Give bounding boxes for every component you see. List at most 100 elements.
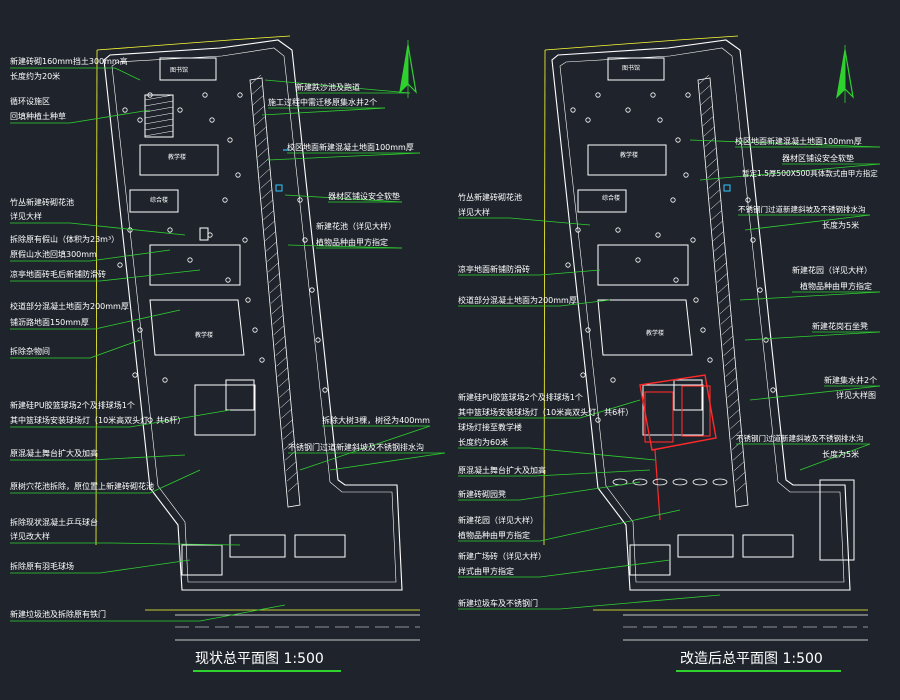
right-hatch-line [716, 273, 728, 283]
left-tree-icon [147, 417, 153, 423]
left-tree-icon [222, 197, 228, 203]
left-label-gate-ramp: 不锈钢门过道新建斜坡及不锈钢排水沟 [288, 443, 424, 452]
right-tree-icon [770, 387, 776, 393]
left-hatch-line [271, 304, 283, 315]
left-hatch-line [261, 189, 272, 200]
right-marker-cyan [723, 184, 731, 192]
left-tree-icon [242, 237, 248, 243]
right-inner-boundary [559, 47, 845, 583]
right-basketball-court-a [644, 391, 674, 443]
left-hatch-line [279, 388, 290, 398]
right-bench-icon [692, 478, 708, 486]
left-rockery-hatch [144, 118, 174, 125]
left-rockery-hatch [144, 112, 174, 119]
right-tree-icon [570, 107, 576, 113]
left-hatch-line [277, 367, 288, 377]
right-bench-icon [652, 478, 668, 486]
left-hatch-line [269, 283, 281, 294]
left-hatch-line [254, 116, 265, 126]
right-label-campus-concrete: 校区地面新建混凝土地面100mm厚 [735, 137, 862, 146]
right-leader-pointer [534, 469, 651, 477]
right-building-complex: 综合楼 [602, 195, 621, 202]
right-tree-icon [575, 227, 581, 233]
right-hatch-line [722, 336, 733, 346]
right-hatch-line [705, 147, 716, 158]
right-leader-pointer [509, 217, 591, 226]
left-paved-area [149, 244, 241, 286]
right-label-safety-mat: 器材区铺设安全软垫 [782, 154, 854, 163]
right-tree-icon [707, 357, 713, 363]
right-north-arrow-fill [836, 49, 846, 99]
left-label-garbage: 新建垃圾池及拆除原有铁门 [10, 610, 106, 619]
left-label-bamboo-planter: 竹丛新建砖砌花池 [10, 198, 74, 207]
right-label-new-garden: 新建花园（详见大样） [458, 516, 538, 525]
right-tree-icon [683, 172, 689, 178]
left-tree-icon [227, 137, 233, 143]
left-leader-pointer [114, 67, 141, 81]
right-tree-icon [673, 277, 679, 283]
right-tree-icon [675, 137, 681, 143]
left-label-plant-species: 植物品种由甲方指定 [316, 238, 388, 247]
left-pavilion [199, 227, 209, 241]
right-hatch-line [703, 127, 714, 137]
left-tree-icon [177, 107, 183, 113]
right-tree-icon [745, 197, 751, 203]
left-dimension-top-right [229, 35, 291, 41]
right-tree-icon [625, 107, 631, 113]
left-label-see-detail: 详见大样 [10, 212, 42, 221]
right-tree-icon [595, 417, 601, 423]
left-hatch-line [283, 430, 294, 440]
right-hatch-line [708, 179, 719, 189]
right-hatch-line [734, 471, 746, 482]
left-leader-pointer [129, 409, 231, 428]
left-hatch-line [268, 273, 280, 283]
left-hatch-line [273, 325, 284, 335]
right-leader-pointer [539, 509, 681, 542]
left-leader-pointer [99, 269, 201, 282]
right-tree-icon [750, 237, 756, 243]
right-label-sump: 新建集水井2个 [824, 376, 878, 385]
left-leader-pointer [199, 604, 286, 622]
left-hatch-line [257, 147, 268, 158]
right-label-mat-spec: 暂定1.5厚500X500具体款式由甲方指定 [742, 169, 878, 178]
right-tree-icon [763, 337, 769, 343]
left-hatch-line [284, 440, 295, 450]
right-bench-icon [632, 478, 648, 486]
right-plan-title: 改造后总平面图 1:500 [680, 651, 823, 667]
right-tree-icon [670, 197, 676, 203]
left-building-library [159, 57, 217, 81]
right-tree-icon [585, 327, 591, 333]
right-hatch-line [709, 189, 720, 200]
right-hatch-line [718, 294, 730, 304]
left-bottom-structure [181, 544, 223, 576]
right-hatch-line [729, 409, 740, 419]
left-north-arrow-fill [399, 44, 409, 94]
left-label-remove-rockery: 拆除原有假山（体积为23m³） [10, 235, 120, 244]
right-bench-icon [672, 478, 688, 486]
left-tree-icon [322, 387, 328, 393]
right-hatch-line [704, 137, 715, 147]
left-hatch-line [278, 377, 289, 388]
right-hatch-line [712, 221, 723, 231]
right-label-pavilion-floor: 凉亭地面新铺防滑砖 [458, 265, 530, 274]
right-label-garden-species: 植物品种由甲方指定 [458, 531, 530, 540]
left-leader-pointer [287, 244, 403, 249]
right-hatch-line [717, 283, 729, 294]
left-hatch-line [275, 346, 286, 356]
left-leader-pointer [109, 542, 241, 546]
left-building-block [194, 384, 256, 436]
right-label-road-concrete: 校道部分混凝土地面为200mm厚 [458, 296, 577, 305]
right-label-brick-bench: 新建砖砌园凳 [458, 490, 506, 499]
left-marker-cyan [275, 184, 283, 192]
right-building-teaching-a [587, 144, 667, 176]
left-dimension-left [95, 49, 98, 546]
right-hatch-line [706, 158, 717, 168]
left-label-badminton: 拆除原有羽毛球场 [10, 562, 74, 571]
right-label-stage: 原混凝土舞台扩大及加高 [458, 466, 546, 475]
right-label-light-feed: 球场灯接至教学楼 [458, 423, 522, 432]
left-label-court-lights: 其中篮球场安装球场灯（10米高双头灯，共6杆） [10, 416, 186, 425]
left-plan-title: 现状总平面图 1:500 [195, 651, 324, 667]
right-hatch-line [711, 210, 722, 221]
right-hatch-line [726, 377, 737, 388]
